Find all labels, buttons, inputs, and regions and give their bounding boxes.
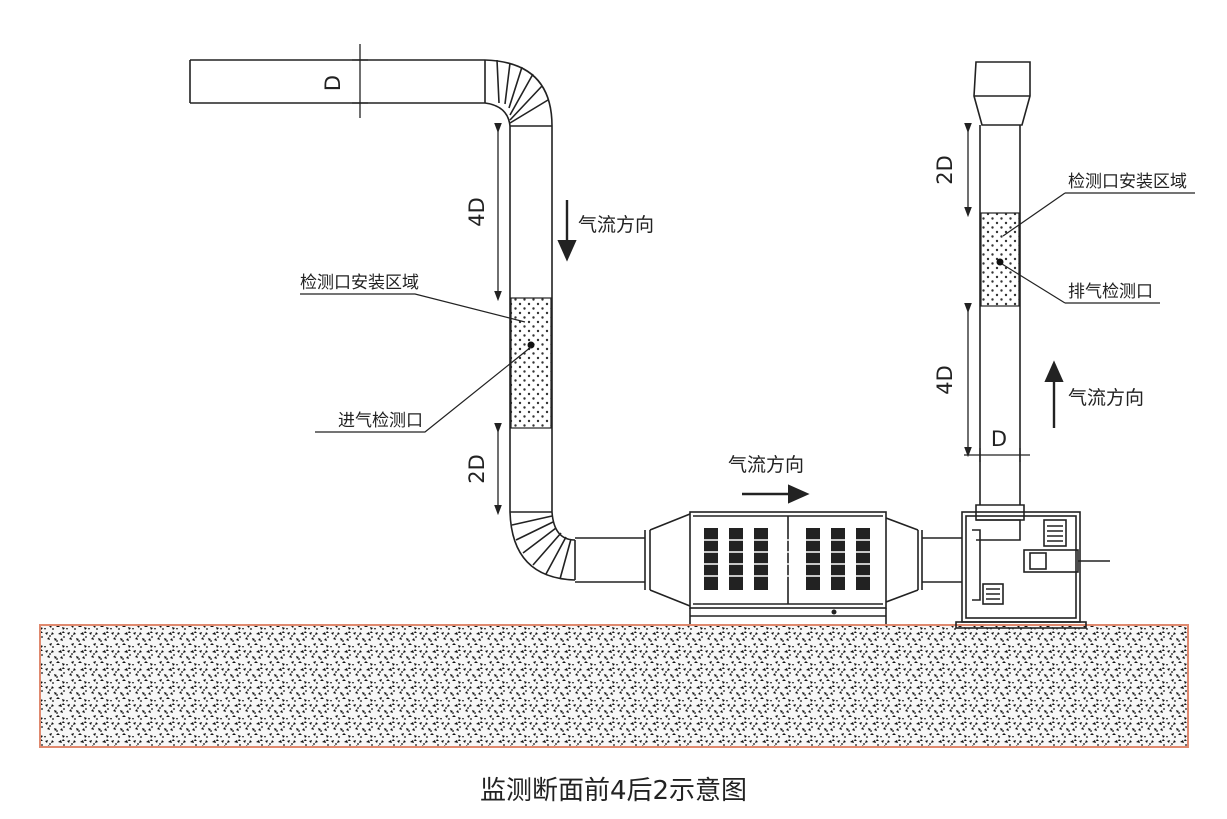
leader-lines bbox=[300, 192, 1195, 433]
diagram-caption: 监测断面前4后2示意图 bbox=[479, 776, 748, 806]
inlet-port-marker bbox=[527, 341, 535, 349]
dimension-lines bbox=[352, 44, 1030, 516]
fan-unit bbox=[955, 511, 1110, 629]
inlet-duct bbox=[189, 59, 691, 607]
purifier-unit bbox=[689, 511, 962, 624]
inlet-install-zone bbox=[510, 297, 552, 429]
outlet-diameter-label: D bbox=[991, 427, 1007, 451]
outlet-port-marker bbox=[996, 258, 1004, 266]
install-zone-label-outlet: 检测口安装区域 bbox=[1068, 172, 1187, 192]
inlet-2d-label: 2D bbox=[465, 454, 489, 484]
outlet-4d-label: 4D bbox=[933, 365, 957, 395]
inlet-4d-label: 4D bbox=[465, 197, 489, 227]
purifier-vents bbox=[700, 528, 872, 615]
ground-slab bbox=[39, 624, 1189, 748]
airflow-label-horizontal: 气流方向 bbox=[728, 454, 804, 476]
outlet-stack bbox=[973, 61, 1031, 521]
airflow-label-outlet: 气流方向 bbox=[1068, 387, 1144, 409]
outlet-port-label: 排气检测口 bbox=[1068, 282, 1153, 302]
flow-arrows bbox=[557, 200, 1064, 504]
airflow-label-inlet: 气流方向 bbox=[578, 214, 654, 236]
install-zone-label-inlet: 检测口安装区域 bbox=[300, 273, 419, 293]
inlet-diameter-label: D bbox=[321, 75, 345, 91]
outlet-2d-label: 2D bbox=[933, 155, 957, 185]
inlet-port-label: 进气检测口 bbox=[338, 411, 423, 431]
